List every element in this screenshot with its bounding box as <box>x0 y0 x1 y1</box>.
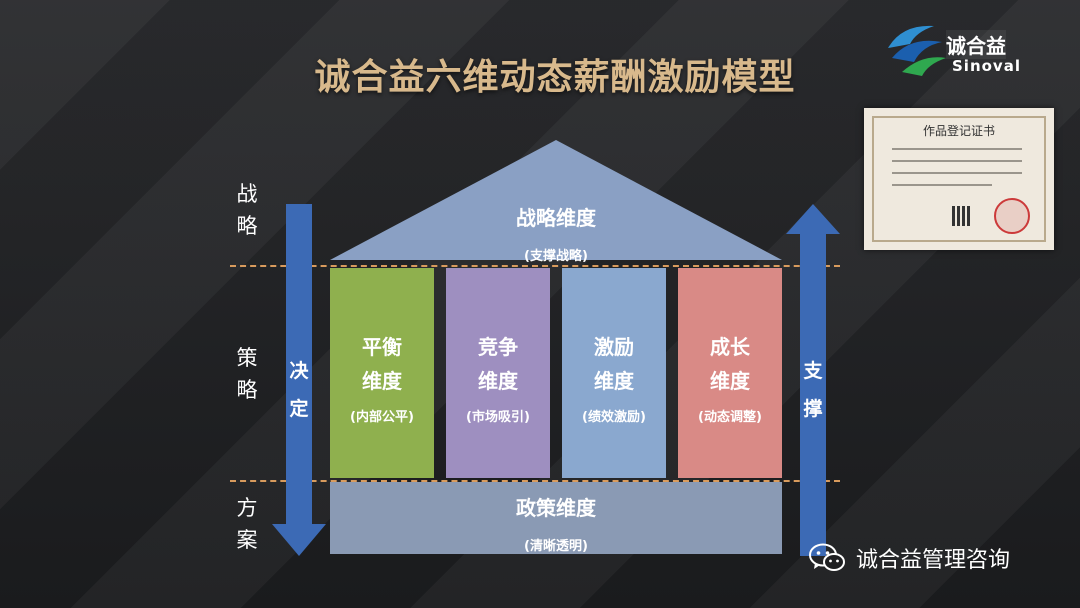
up-arrow-icon <box>786 204 840 556</box>
pillar-sub: (市场吸引) <box>466 410 530 425</box>
pillar-sub: (内部公平) <box>350 410 414 425</box>
down-arrow-label: 决定 <box>289 360 309 420</box>
up-arrow-label: 支撑 <box>803 360 823 420</box>
base-policy: 政策维度 (清晰透明) <box>330 482 782 554</box>
pillar-name: 竞争维度 <box>478 335 518 393</box>
pillar-competition: 竞争维度 (市场吸引) <box>446 268 550 478</box>
brand-footer: 诚合益管理咨询 <box>808 540 1010 576</box>
pillar-name: 激励维度 <box>594 335 634 393</box>
pillar-growth: 成长维度 (动态调整) <box>678 268 782 478</box>
logo-en-text: Sinoval <box>952 57 1021 75</box>
dashed-divider-top <box>230 265 840 267</box>
side-label-strategy: 战略 <box>236 182 258 238</box>
qr-code-icon <box>952 206 972 226</box>
certificate-image: 作品登记证书 <box>864 108 1054 250</box>
roof-subtitle: (支撑战略) <box>524 249 588 264</box>
wechat-icon <box>809 543 845 571</box>
page-title: 诚合益六维动态薪酬激励模型 <box>314 57 796 98</box>
down-arrow-icon <box>272 204 326 556</box>
side-label-tactics: 策略 <box>236 346 258 402</box>
dashed-divider-bottom <box>230 480 840 482</box>
pillar-name: 成长维度 <box>710 335 750 393</box>
certificate-title: 作品登记证书 <box>922 124 995 138</box>
sinoval-logo <box>888 25 946 76</box>
seal-icon <box>994 198 1030 234</box>
pillar-incentive: 激励维度 (绩效激励) <box>562 268 666 478</box>
pillar-sub: (绩效激励) <box>582 410 646 425</box>
base-sub: (清晰透明) <box>524 539 588 554</box>
roof-triangle <box>330 140 782 260</box>
pillar-balance: 平衡维度 (内部公平) <box>330 268 434 478</box>
roof-title: 战略维度 <box>516 206 596 230</box>
logo-cn-text: 诚合益 <box>946 30 1006 59</box>
base-name: 政策维度 <box>516 496 596 520</box>
side-label-plan: 方案 <box>236 496 258 552</box>
pillar-name: 平衡维度 <box>362 335 402 393</box>
pillar-sub: (动态调整) <box>698 410 762 425</box>
brand-text: 诚合益管理咨询 <box>856 548 1011 573</box>
